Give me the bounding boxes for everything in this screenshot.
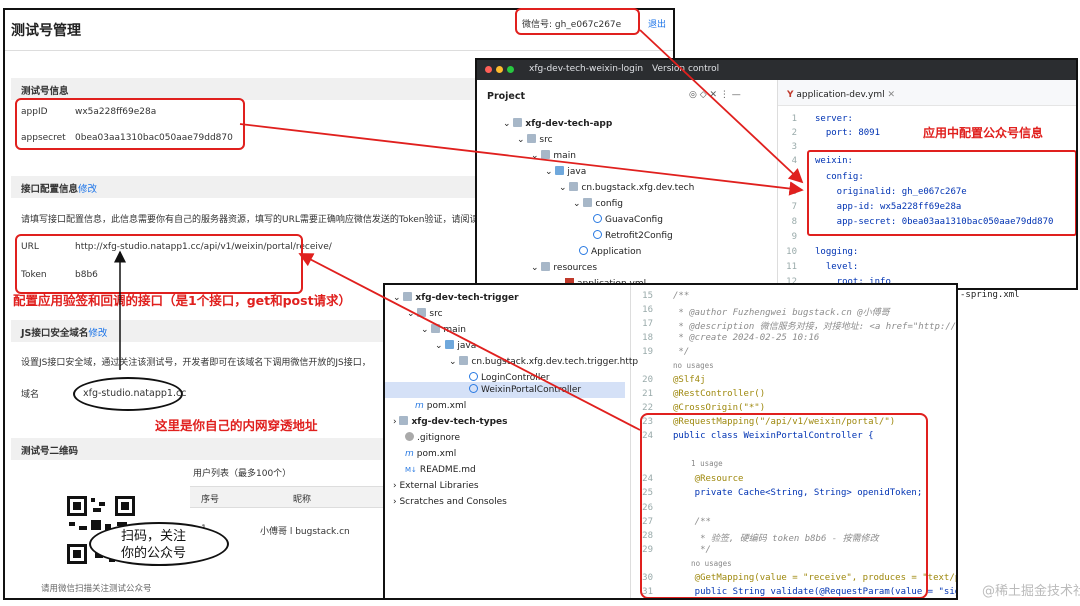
- ide-window-app: xfg-dev-tech-weixin-login Version contro…: [475, 58, 1078, 290]
- wechat-id-highlight: [515, 8, 640, 35]
- arrow-appid-to-config: [239, 123, 804, 196]
- appid-label: appID: [21, 107, 48, 117]
- tree-item-gitignore[interactable]: .gitignore: [405, 430, 460, 446]
- tree-item-resources[interactable]: ⌄ resources: [531, 262, 598, 273]
- appid-value: wx5a228ff69e28a: [75, 107, 157, 117]
- close-icon[interactable]: [485, 66, 492, 73]
- annotation-tunnel-address: 这里是你自己的内网穿透地址: [155, 418, 318, 433]
- row-nickname: 小傅哥 l bugstack.cn: [260, 527, 350, 537]
- tree-item-config[interactable]: ⌄ config: [573, 198, 623, 209]
- appsecret-label: appsecret: [21, 133, 66, 143]
- user-table-header: [190, 486, 390, 508]
- tree-item-types[interactable]: › xfg-dev-tech-types: [393, 416, 508, 427]
- weixin-config-highlight: [807, 150, 1076, 236]
- col-no: 序号: [201, 495, 220, 505]
- user-list-title: 用户列表（最多100个）: [193, 469, 292, 479]
- interface-description: 请填写接口配置信息，此信息需要你有自己的服务器资源，填写的URL需要正确响应微信…: [21, 215, 479, 225]
- col-nickname: 昵称: [293, 495, 312, 505]
- token-value: b8b6: [75, 270, 98, 280]
- controller-highlight: [640, 413, 928, 598]
- scan-annotation-ellipse: [89, 522, 229, 566]
- domain-value: xfg-studio.natapp1.cc: [83, 388, 187, 399]
- wechat-id: 微信号: gh_e067c267e: [522, 20, 622, 30]
- annotation-config-callback: 配置应用验签和回调的接口（是1个接口，get和post请求）: [13, 293, 352, 308]
- url-value: http://xfg-studio.natapp1.cc/api/v1/weix…: [75, 242, 332, 252]
- arrow-controller-to-url: [298, 253, 641, 431]
- tree-item-trigger-main[interactable]: ⌄ main: [421, 324, 466, 335]
- tree-item-external-libraries[interactable]: › External Libraries: [393, 481, 479, 491]
- interface-edit-link[interactable]: 修改: [78, 184, 98, 195]
- maximize-icon[interactable]: [507, 66, 514, 73]
- tree-item-trigger-src[interactable]: ⌄ src: [407, 308, 443, 319]
- project-name[interactable]: xfg-dev-tech-weixin-login: [529, 64, 644, 74]
- domain-highlight-ellipse: [73, 377, 183, 411]
- tree-item-src[interactable]: ⌄ src: [517, 134, 553, 145]
- section-qr-code: 测试号二维码: [11, 438, 481, 460]
- project-view-label[interactable]: Project: [487, 91, 526, 102]
- tree-item-readme[interactable]: M↓README.md: [405, 465, 476, 475]
- minimize-icon[interactable]: [496, 66, 503, 73]
- annotation-scan: 扫码，关注你的公众号: [121, 529, 187, 561]
- tree-item-guavaconfig[interactable]: GuavaConfig: [593, 212, 663, 228]
- tree-item-retrofit2config[interactable]: Retrofit2Config: [593, 228, 673, 244]
- tree-item-trigger-java[interactable]: ⌄ java: [435, 340, 477, 351]
- tree-item-application[interactable]: Application: [579, 244, 641, 260]
- tree-item-scratches[interactable]: › Scratches and Consoles: [393, 497, 507, 507]
- tree-item-package[interactable]: ⌄ cn.bugstack.xfg.dev.tech: [559, 182, 695, 193]
- url-label: URL: [21, 242, 39, 252]
- js-domain-description: 设置JS接口安全域，通过关注该测试号，开发者即可在该域名下调用微信开放的JS接口…: [21, 358, 371, 368]
- js-domain-edit-link[interactable]: 修改: [88, 328, 108, 339]
- page-title: 测试号管理: [11, 23, 81, 39]
- section-interface-config: 接口配置信息修改: [11, 176, 481, 198]
- target-icon[interactable]: ◎ ◇ ✕ ⋮ —: [689, 90, 741, 100]
- qr-caption: 请用微信扫描关注测试公众号: [41, 584, 152, 594]
- logout-link[interactable]: 退出: [648, 20, 667, 30]
- appsecret-value: 0bea03aa1310bac050aae79dd870: [75, 133, 233, 143]
- tab-application-dev-yml[interactable]: Y application-dev.yml ✕: [787, 90, 896, 100]
- domain-label: 域名: [21, 390, 40, 400]
- tree-item-logincontroller[interactable]: LoginController: [469, 370, 550, 386]
- ide-window-trigger: ⌄ xfg-dev-tech-trigger ⌄ src ⌄ main ⌄ ja…: [383, 283, 958, 600]
- token-label: Token: [21, 270, 47, 280]
- tree-item-app[interactable]: ⌄ xfg-dev-tech-app: [503, 118, 613, 129]
- section-test-info: 测试号信息: [11, 78, 481, 100]
- annotation-app-config: 应用中配置公众号信息: [923, 126, 1044, 140]
- tree-item-trigger-package[interactable]: ⌄ cn.bugstack.xfg.dev.tech.trigger.http: [449, 356, 639, 367]
- section-js-domain: JS接口安全域名修改: [11, 320, 481, 342]
- watermark: @稀土掘金技术社区: [982, 584, 1080, 599]
- yml-line-tail: -spring.xml: [960, 290, 1020, 300]
- ide-titlebar: xfg-dev-tech-weixin-login Version contro…: [477, 60, 1076, 80]
- arrow-wechatid-to-config: [639, 29, 804, 184]
- tree-item-weixinportalcontroller[interactable]: WeixinPortalController: [469, 382, 581, 398]
- tree-item-java[interactable]: ⌄ java: [545, 166, 587, 177]
- tree-item-trigger[interactable]: ⌄ xfg-dev-tech-trigger: [393, 292, 519, 303]
- tree-selection: [385, 382, 625, 398]
- vcs-menu[interactable]: Version control: [652, 64, 720, 74]
- tree-item-main[interactable]: ⌄ main: [531, 150, 576, 161]
